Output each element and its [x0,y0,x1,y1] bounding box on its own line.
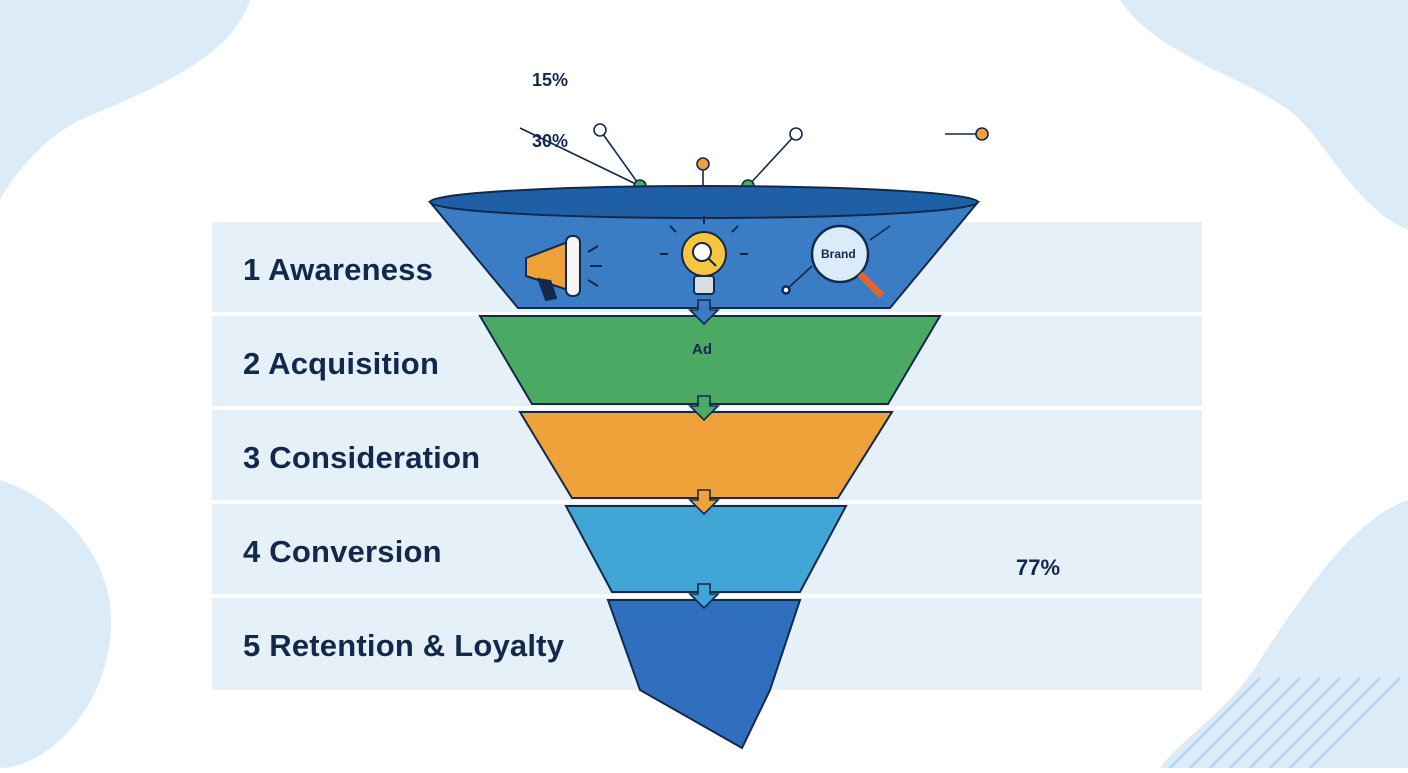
stage-label-consideration: 3 Consideration [243,440,481,475]
stage-label-acquisition: 2 Acquisition [243,346,440,381]
brand-magnifier-icon [781,224,891,299]
stage-label-awareness: 1 Awareness [243,252,434,287]
funnel-stage-3 [518,411,894,499]
stage-label-retention: 5 Retention & Loyalty [243,628,565,663]
funnel-stage-2 [478,315,942,405]
lightbulb-search-icon [660,216,748,295]
funnel-rim [429,185,979,219]
pie-label-15: 15% [532,70,569,90]
ad-label: Ad [692,341,712,358]
conversion-rate-label: 77% [1016,555,1061,580]
top-connectors [519,127,980,200]
funnel-stage-5 [606,599,802,750]
funnel-stage-4 [564,505,848,593]
stage-label-conversion: 4 Conversion [243,534,442,569]
pie-label-30: 30% [532,131,569,151]
megaphone-icon [525,235,602,302]
brand-label: Brand [821,247,856,261]
